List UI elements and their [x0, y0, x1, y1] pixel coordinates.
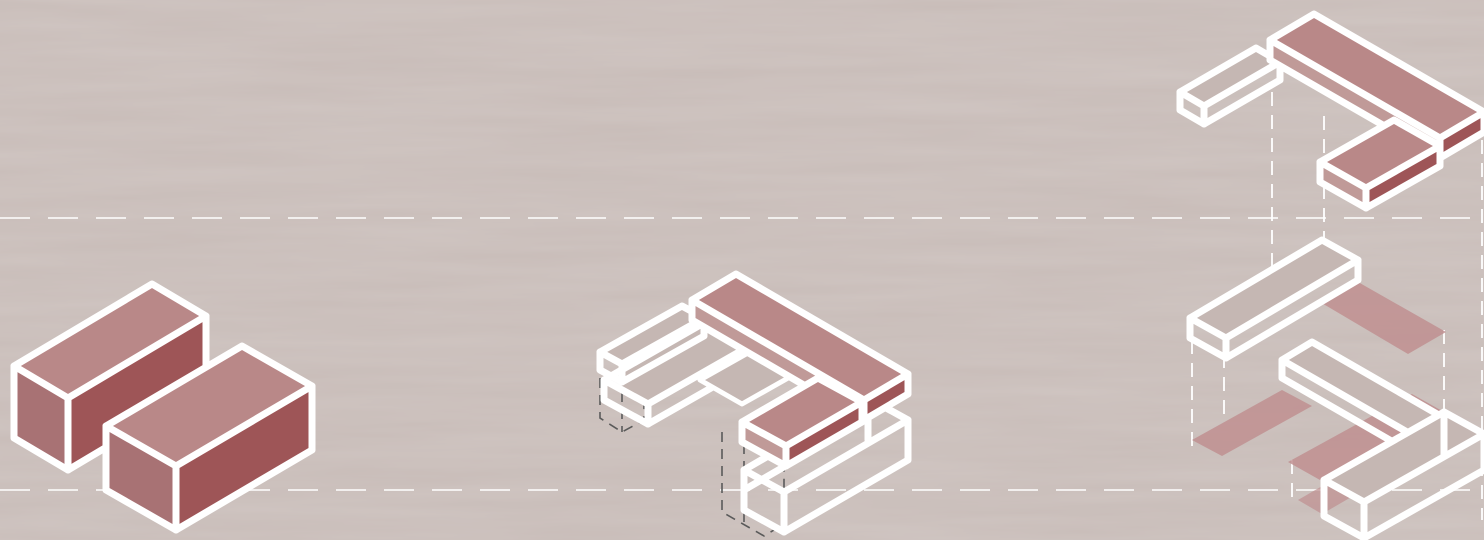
massing-diagram-stage — [0, 0, 1484, 540]
massing-diagram — [0, 0, 1484, 540]
